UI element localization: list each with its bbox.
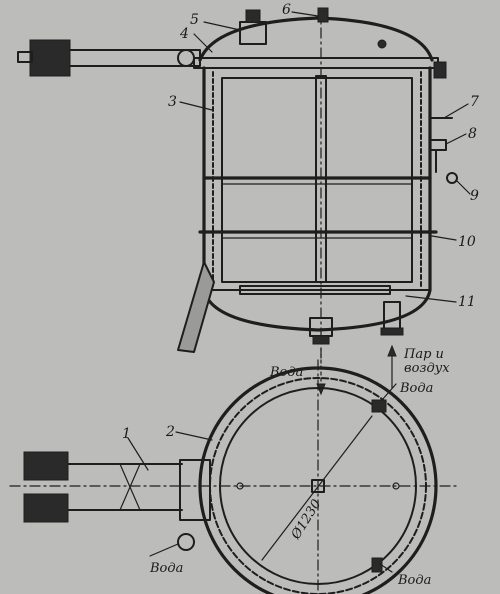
callout-6: 6: [282, 2, 291, 18]
callout-3: 3: [168, 94, 177, 110]
callout-2: 2: [165, 424, 175, 440]
callout-10: 10: [458, 234, 476, 250]
callout-9: 9: [470, 188, 479, 204]
plan-counterweight-lower: [23, 493, 69, 523]
counterweight: [29, 39, 71, 77]
label-water-left-bottom: Вода: [149, 561, 183, 576]
plan-counterweight-upper: [23, 451, 69, 481]
plan-water-valve: [177, 533, 195, 551]
label-steam-air-2: воздух: [404, 361, 450, 376]
top-flange: [193, 57, 439, 69]
top-valve: [317, 7, 329, 23]
callout-8: 8: [468, 126, 477, 142]
vessel-bottom: [202, 288, 432, 332]
callout-5: 5: [190, 12, 199, 28]
label-water-bottom: Вода: [397, 573, 431, 588]
callout-7: 7: [470, 94, 479, 110]
label-steam-air-1: Пар и: [403, 347, 444, 362]
hinge-pivot: [177, 49, 195, 67]
fitting-9: [446, 172, 458, 184]
callout-1: 1: [122, 426, 131, 442]
callout-leaders-plan: [127, 383, 397, 573]
label-diameter: Ø1230: [288, 497, 324, 543]
callout-leaders-side: [179, 11, 471, 303]
callout-4: 4: [179, 26, 189, 42]
vessel-dome: [198, 16, 434, 62]
vessel-plan-view: [9, 359, 457, 594]
label-water-right-top: Вода: [399, 381, 433, 396]
fitting-8: [429, 139, 447, 151]
diameter-line: [261, 415, 373, 561]
plan-center-hub: [311, 479, 325, 493]
support-leg: [177, 261, 215, 353]
vessel-side-view: [17, 7, 458, 361]
bottom-rail: [239, 285, 391, 295]
callout-11: 11: [458, 294, 476, 310]
plan-top-nozzle: [371, 399, 387, 413]
plan-hinge-bracket: [179, 459, 211, 521]
steam-inlet-pipe: [383, 301, 401, 331]
